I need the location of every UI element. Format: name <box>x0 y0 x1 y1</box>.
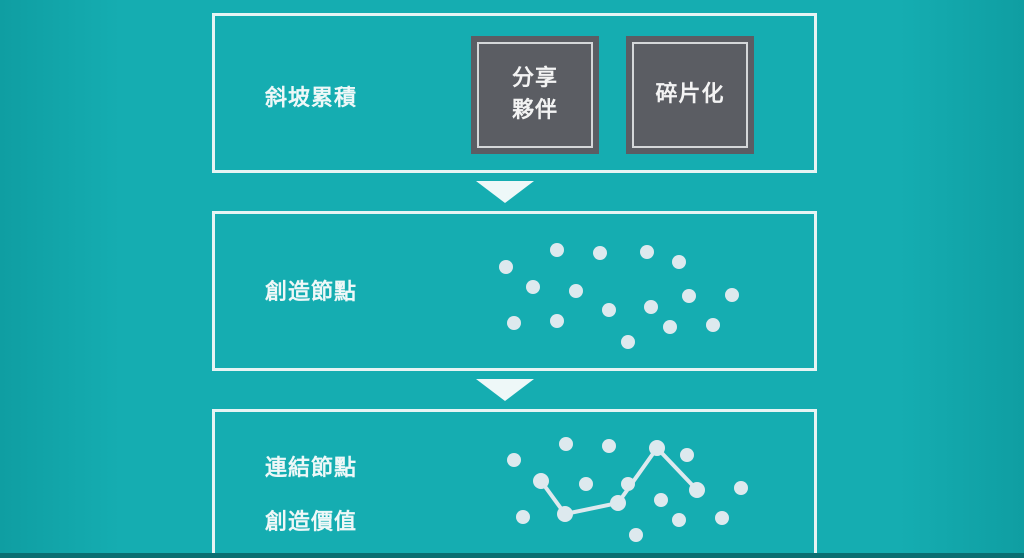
bottom-band <box>0 553 1024 558</box>
step-panel-create-nodes: 創造節點 <box>212 211 817 371</box>
step-panel-ramp-accumulation: 斜坡累積 分享 夥伴 碎片化 <box>212 13 817 173</box>
step-label: 創造價值 <box>265 510 358 535</box>
step-label: 連結節點 <box>265 456 358 481</box>
box-text-line: 碎片化 <box>655 82 725 108</box>
down-arrow-icon <box>476 379 534 401</box>
box-text-line: 分享 <box>511 66 558 92</box>
fragmentation-box-frame: 碎片化 <box>632 42 748 148</box>
fragmentation-box: 碎片化 <box>626 36 754 154</box>
step-label: 創造節點 <box>265 280 358 305</box>
share-partner-box-frame: 分享 夥伴 <box>477 42 593 148</box>
step-label: 斜坡累積 <box>265 86 358 111</box>
down-arrow-icon <box>476 181 534 203</box>
share-partner-box: 分享 夥伴 <box>471 36 599 154</box>
box-text-line: 夥伴 <box>511 98 558 123</box>
step-panel-connect-nodes: 連結節點 創造價值 <box>212 409 817 558</box>
